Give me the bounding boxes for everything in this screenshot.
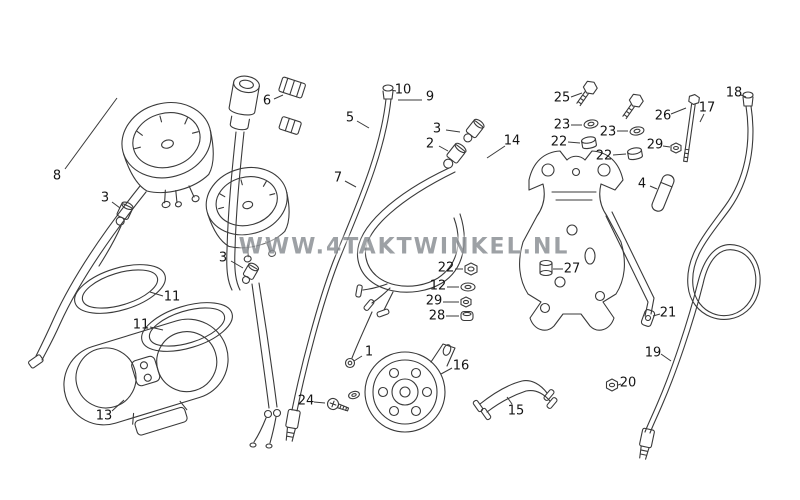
wire-set-15 (472, 380, 558, 421)
callout-19: 19 (644, 345, 662, 361)
nut-29 (460, 296, 472, 308)
callout-22: 22 (437, 260, 455, 276)
speedometer-cable (285, 84, 394, 442)
callout-14: 14 (503, 133, 521, 149)
callout-18: 18 (725, 85, 743, 101)
nut-29b (670, 142, 682, 154)
speedometer-gauge (121, 102, 214, 209)
meter-housing (63, 318, 229, 436)
ignition-switch (228, 75, 260, 131)
callout-25: 25 (553, 90, 571, 106)
bulb-socket-left (115, 201, 134, 226)
bolt-25b (622, 93, 644, 120)
callout-5: 5 (345, 110, 355, 126)
callout-16: 16 (452, 358, 470, 374)
callout-3: 3 (100, 190, 110, 206)
tachometer-cable (639, 91, 761, 460)
callout-3: 3 (432, 121, 442, 137)
connector-block-upper (278, 76, 306, 99)
clip-21 (640, 309, 656, 327)
washer-23b (629, 126, 645, 136)
wiring-harness (344, 118, 485, 369)
callout-6: 6 (262, 93, 272, 109)
damper-27 (539, 259, 553, 277)
speedometer-wires (28, 185, 147, 369)
callout-1: 1 (364, 344, 374, 360)
callout-20: 20 (619, 375, 637, 391)
mounting-bracket (519, 150, 655, 331)
rubber-grip-4 (651, 174, 675, 212)
grommet-22b (627, 147, 643, 161)
callout-21: 21 (659, 305, 677, 321)
nut-22 (464, 262, 478, 276)
washer-23a (583, 119, 599, 129)
wire-terminals-bottom (249, 282, 282, 449)
horn (364, 343, 456, 433)
washer-24 (348, 390, 360, 400)
hardware-stack-middle (460, 262, 478, 322)
callout-13: 13 (95, 408, 113, 424)
bulb-socket-tach (241, 262, 260, 284)
callout-7: 7 (333, 170, 343, 186)
callout-8: 8 (52, 168, 62, 184)
callout-11: 11 (163, 289, 181, 305)
callout-29: 29 (425, 293, 443, 309)
long-bolt-26 (683, 94, 700, 163)
grommet-28 (460, 310, 474, 322)
callout-11: 11 (132, 317, 150, 333)
meter-ring-lower (141, 302, 233, 352)
callout-3: 3 (218, 250, 228, 266)
screw-24 (326, 397, 350, 412)
connector-block-lower (278, 116, 302, 135)
callout-23: 23 (599, 124, 617, 140)
callout-22: 22 (595, 148, 613, 164)
callout-24: 24 (297, 393, 315, 409)
callout-12: 12 (429, 278, 447, 294)
callout-10: 10 (394, 82, 412, 98)
callout-2: 2 (425, 136, 435, 152)
callout-28: 28 (428, 308, 446, 324)
bolt-25a (576, 80, 598, 107)
grommet-22a (581, 136, 597, 150)
callout-9: 9 (425, 89, 435, 105)
meter-ring-upper (74, 264, 166, 314)
callout-27: 27 (563, 261, 581, 277)
callout-29: 29 (646, 137, 664, 153)
callout-15: 15 (507, 403, 525, 419)
ignition-wires (226, 131, 245, 291)
callout-4: 4 (637, 176, 647, 192)
callout-23: 23 (553, 117, 571, 133)
nut-20 (605, 378, 619, 392)
callout-22: 22 (550, 134, 568, 150)
washer-12 (460, 282, 476, 292)
bulb-socket-left-wire (98, 225, 122, 267)
callout-26: 26 (654, 108, 672, 124)
watermark: WWW.4TAKTWINKEL.NL (238, 234, 570, 260)
callout-17: 17 (698, 100, 716, 116)
